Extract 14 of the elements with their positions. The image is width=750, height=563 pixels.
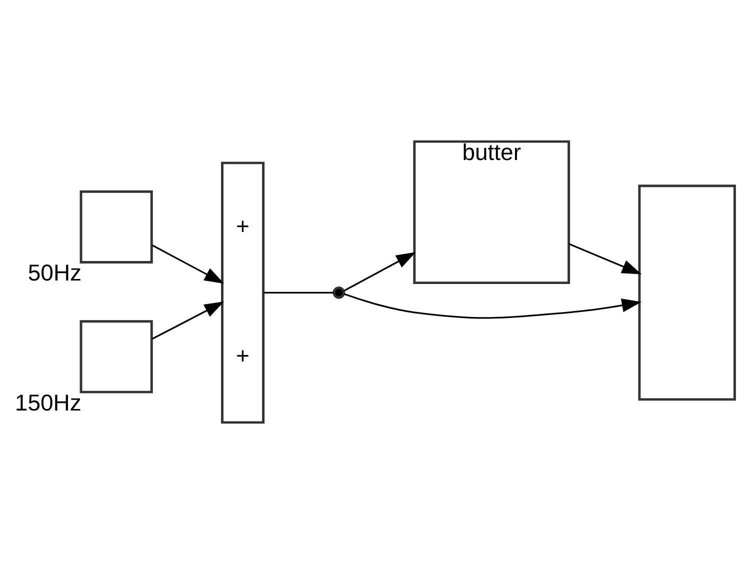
- node-box: [80, 190, 153, 264]
- arrow: [152, 244, 224, 284]
- node-circle: [332, 286, 346, 298]
- connector: [264, 291, 334, 293]
- node-label: 50Hz: [28, 259, 82, 286]
- arrow: [343, 252, 416, 292]
- node-box: + +: [221, 161, 265, 424]
- node-box: [80, 320, 153, 393]
- arrow: [568, 242, 642, 274]
- node-label: 150Hz: [14, 388, 82, 415]
- node-box: butter: [413, 140, 570, 284]
- arrow: [152, 301, 224, 340]
- arrow: [344, 292, 642, 318]
- node-box: [638, 184, 736, 400]
